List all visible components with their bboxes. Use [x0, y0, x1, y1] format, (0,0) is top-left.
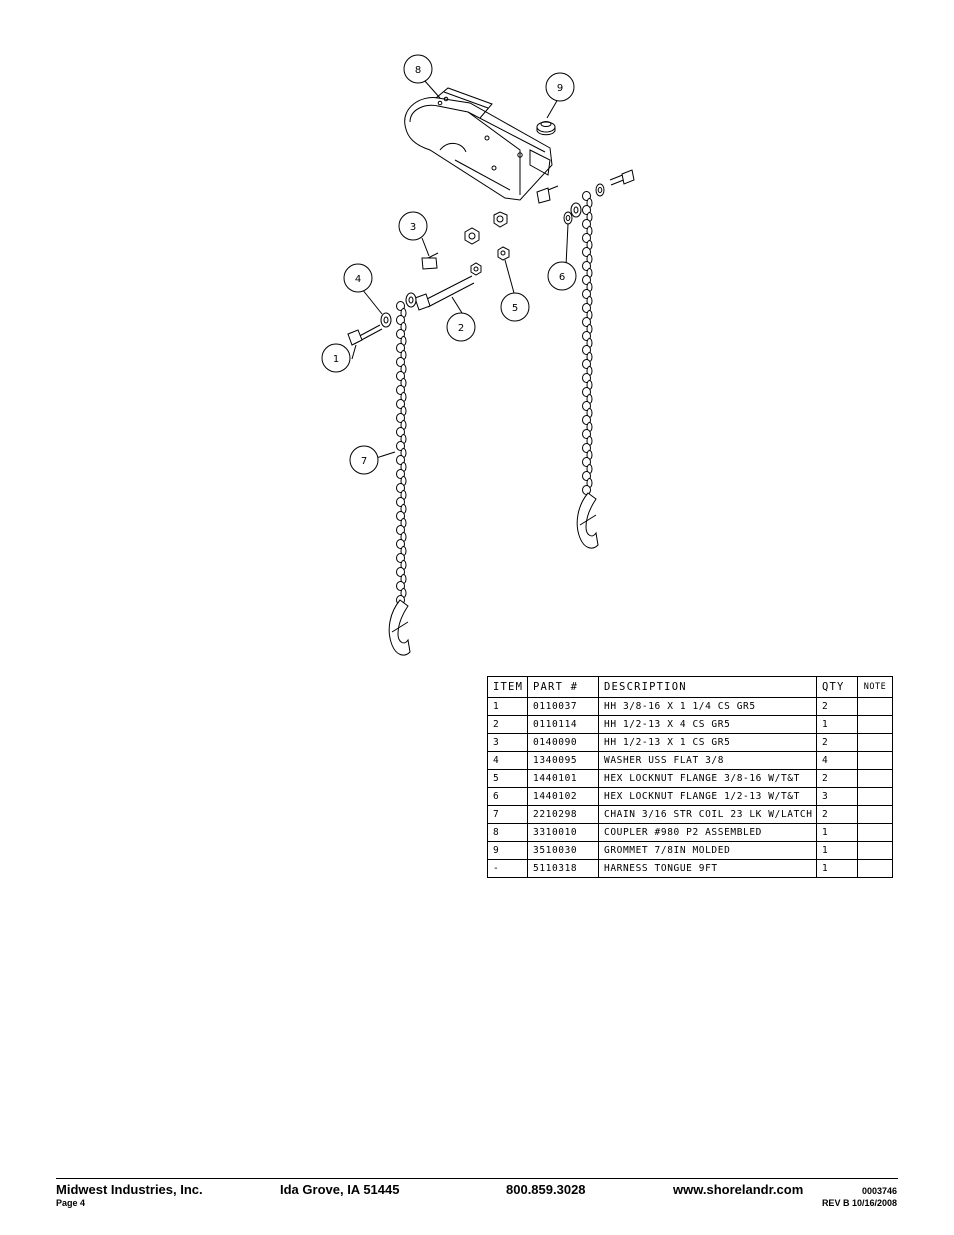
- cell-item: 9: [487, 841, 528, 860]
- cell-note: [857, 697, 893, 716]
- cell-part-number: 1440102: [527, 787, 599, 806]
- cell-qty: 1: [816, 715, 858, 734]
- cell-description: HH 1/2-13 X 4 CS GR5: [598, 715, 817, 734]
- callout-6: 6: [559, 272, 565, 283]
- cell-description: HH 3/8-16 X 1 1/4 CS GR5: [598, 697, 817, 716]
- safety-chain-left: [396, 301, 407, 605]
- callout-9: 9: [557, 83, 563, 94]
- cell-qty: 1: [816, 859, 858, 878]
- cell-item: 4: [487, 751, 528, 770]
- cell-description: COUPLER #980 P2 ASSEMBLED: [598, 823, 817, 842]
- cell-note: [857, 769, 893, 788]
- cell-note: [857, 841, 893, 860]
- cell-note: [857, 787, 893, 806]
- callouts: 1 2 3 4 5 6 7 8 9: [321, 54, 577, 475]
- header-qty: QTY: [816, 676, 858, 698]
- cell-description: GROMMET 7/8IN MOLDED: [598, 841, 817, 860]
- table-header-row: ITEM PART # DESCRIPTION QTY NOTE: [487, 676, 893, 698]
- grommet-drawing: [536, 121, 556, 136]
- cell-qty: 2: [816, 697, 858, 716]
- footer-location: Ida Grove, IA 51445: [280, 1182, 400, 1197]
- callout-3: 3: [410, 222, 416, 233]
- cell-item: 1: [487, 697, 528, 716]
- cell-qty: 2: [816, 733, 858, 752]
- cell-note: [857, 715, 893, 734]
- cell-note: [857, 859, 893, 878]
- cell-description: HARNESS TONGUE 9FT: [598, 859, 817, 878]
- header-item: ITEM: [487, 676, 528, 698]
- coupler-drawing: [404, 87, 553, 201]
- footer-website: www.shorelandr.com: [673, 1182, 804, 1197]
- cell-qty: 3: [816, 787, 858, 806]
- cell-qty: 4: [816, 751, 858, 770]
- cell-part-number: 3310010: [527, 823, 599, 842]
- callout-7: 7: [361, 456, 367, 467]
- cell-item: 6: [487, 787, 528, 806]
- cell-note: [857, 823, 893, 842]
- cell-item: 7: [487, 805, 528, 824]
- cell-description: HH 1/2-13 X 1 CS GR5: [598, 733, 817, 752]
- cell-item: 2: [487, 715, 528, 734]
- footer-phone: 800.859.3028: [506, 1182, 586, 1197]
- cell-description: HEX LOCKNUT FLANGE 3/8-16 W/T&T: [598, 769, 817, 788]
- cell-qty: 2: [816, 769, 858, 788]
- footer-doc-number: 0003746: [861, 1186, 897, 1196]
- cell-item: 3: [487, 733, 528, 752]
- chain-link: [582, 485, 591, 495]
- cell-part-number: 2210298: [527, 805, 599, 824]
- cell-item: 5: [487, 769, 528, 788]
- header-note: NOTE: [857, 676, 893, 698]
- callout-5: 5: [512, 303, 518, 314]
- cell-part-number: 3510030: [527, 841, 599, 860]
- footer-divider: [56, 1178, 898, 1179]
- callout-1: 1: [333, 354, 339, 365]
- cell-part-number: 0140090: [527, 733, 599, 752]
- fasteners-drawing: [347, 169, 635, 346]
- cell-part-number: 1440101: [527, 769, 599, 788]
- cell-qty: 1: [816, 841, 858, 860]
- callout-4: 4: [355, 274, 361, 285]
- cell-description: HEX LOCKNUT FLANGE 1/2-13 W/T&T: [598, 787, 817, 806]
- cell-note: [857, 805, 893, 824]
- cell-qty: 1: [816, 823, 858, 842]
- cell-note: [857, 733, 893, 752]
- cell-part-number: 1340095: [527, 751, 599, 770]
- footer-revision: REV B 10/16/2008: [821, 1198, 897, 1208]
- callout-2: 2: [458, 323, 464, 334]
- cell-qty: 2: [816, 805, 858, 824]
- footer-page-number: Page 4: [56, 1198, 86, 1208]
- cell-description: WASHER USS FLAT 3/8: [598, 751, 817, 770]
- cell-part-number: 0110037: [527, 697, 599, 716]
- callout-8: 8: [415, 65, 421, 76]
- cell-description: CHAIN 3/16 STR COIL 23 LK W/LATCH: [598, 805, 817, 824]
- cell-item: -: [487, 859, 528, 878]
- safety-chain-right: [582, 191, 593, 495]
- cell-part-number: 5110318: [527, 859, 599, 878]
- header-part-number: PART #: [527, 676, 599, 698]
- cell-part-number: 0110114: [527, 715, 599, 734]
- exploded-parts-diagram: 1 2 3 4 5 6 7 8 9: [321, 54, 635, 656]
- footer-company: Midwest Industries, Inc.: [56, 1182, 203, 1197]
- chain-drawing: [388, 191, 599, 656]
- cell-item: 8: [487, 823, 528, 842]
- cell-note: [857, 751, 893, 770]
- header-description: DESCRIPTION: [598, 676, 817, 698]
